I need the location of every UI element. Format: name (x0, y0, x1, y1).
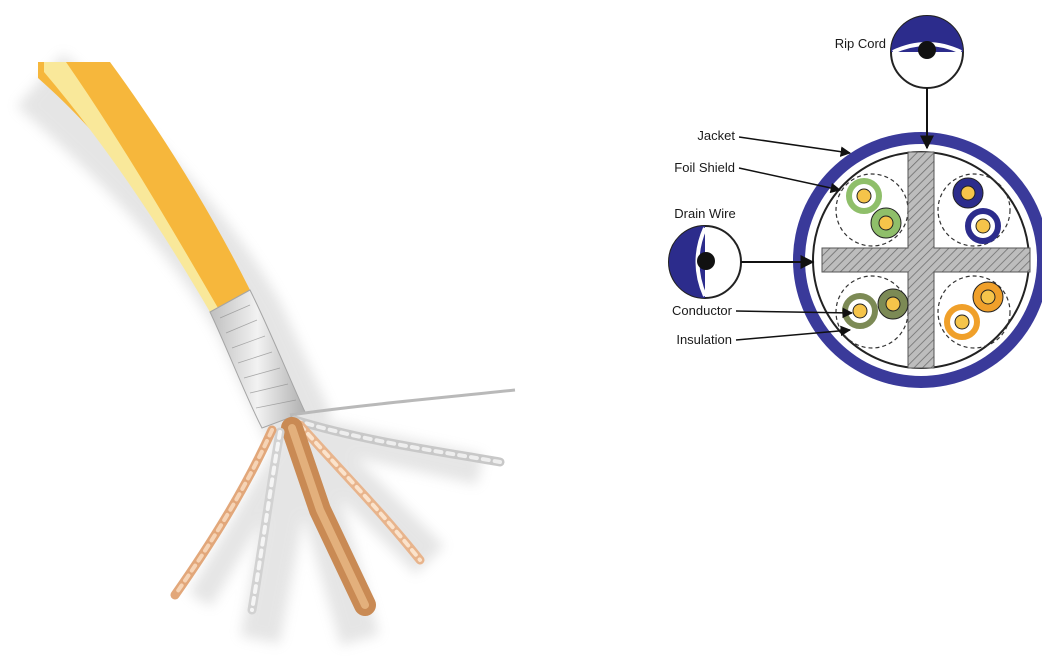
rip-cord-label: Rip Cord (835, 36, 886, 51)
rip-cord-callout (891, 16, 963, 148)
jacket-label: Jacket (697, 128, 735, 143)
insulation-label: Insulation (676, 332, 732, 347)
drain-wire-callout (669, 226, 813, 298)
conductor-label: Conductor (672, 303, 733, 318)
cable-cross-section-icon: Rip Cord Jacket Foil Shield Drain Wire C… (669, 16, 1042, 388)
drain-wire-label: Drain Wire (674, 206, 735, 221)
foil-shield-label: Foil Shield (674, 160, 735, 175)
shielded-twisted-pair-cable-icon (38, 62, 515, 640)
